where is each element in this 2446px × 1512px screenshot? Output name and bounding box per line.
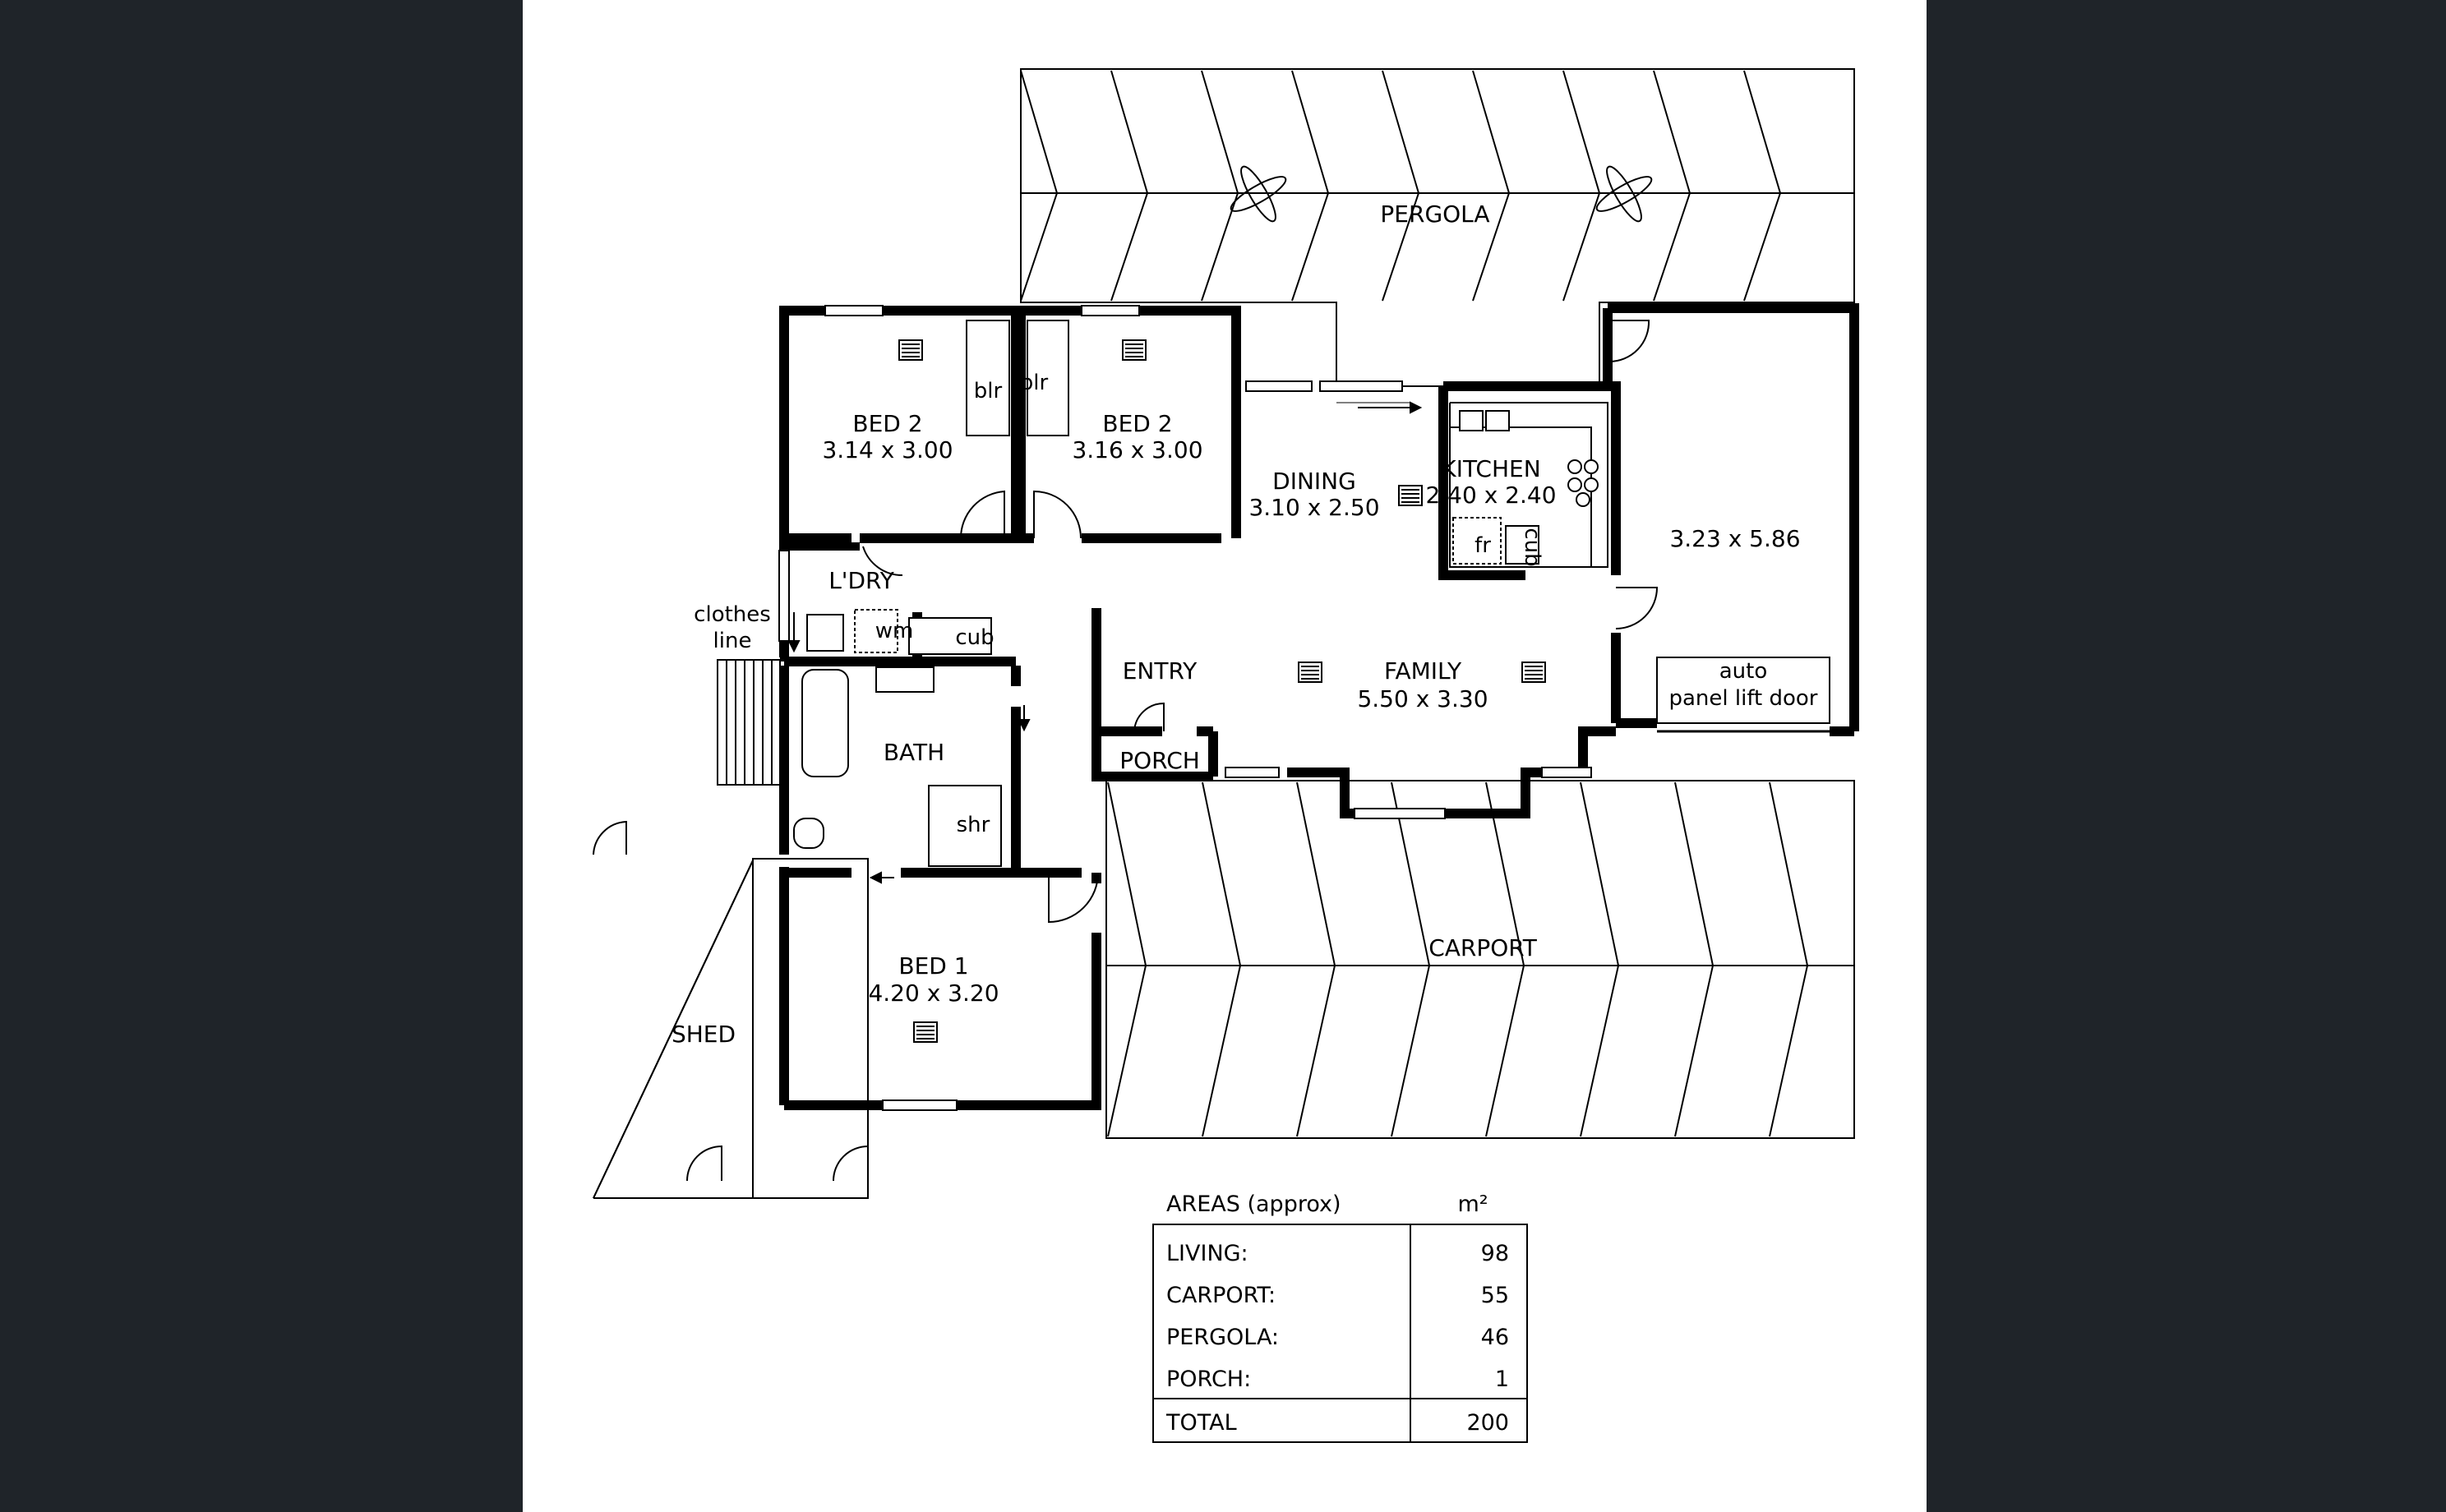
bed2b-size: 3.16 x 3.00 xyxy=(1072,436,1202,463)
windows xyxy=(778,305,1592,1111)
shower-label: shr xyxy=(957,813,990,837)
lot-outline xyxy=(593,858,755,1199)
shed-area xyxy=(752,858,869,1199)
dining-size: 3.10 x 2.50 xyxy=(1248,494,1379,521)
kitchen-cub-label: cub xyxy=(1520,528,1544,566)
shed-label: SHED xyxy=(671,1021,736,1048)
kitchen-name: KITCHEN xyxy=(1441,455,1540,482)
carport-area xyxy=(1105,780,1855,1139)
clothes-line-1: clothes xyxy=(694,602,771,627)
areas-row-label: PERGOLA: xyxy=(1166,1325,1279,1350)
areas-row-label: CARPORT: xyxy=(1166,1283,1276,1308)
areas-row-label: LIVING: xyxy=(1166,1241,1248,1266)
bed2b-name: BED 2 xyxy=(1102,410,1172,437)
dining-name: DINING xyxy=(1272,468,1356,495)
areas-unit: m² xyxy=(1457,1192,1488,1217)
clothes-line-2: line xyxy=(713,629,752,653)
laundry-cub-label: cub xyxy=(955,625,994,650)
areas-row-value: 1 xyxy=(1495,1367,1509,1392)
areas-row-label: PORCH: xyxy=(1166,1367,1251,1392)
laundry-label: L'DRY xyxy=(828,567,895,594)
ceiling-vents xyxy=(898,339,1546,1043)
porch-label: PORCH xyxy=(1119,747,1200,774)
floor-plan-sheet: PERGOLA BED 2 3.14 x 3.00 BED 2 3.16 x 3… xyxy=(523,0,1927,1512)
areas-total-label: TOTAL xyxy=(1165,1410,1237,1436)
family-size: 5.50 x 3.30 xyxy=(1357,685,1488,712)
bed2a-name: BED 2 xyxy=(852,410,922,437)
bed2a-size: 3.14 x 3.00 xyxy=(822,436,953,463)
areas-title: AREAS (approx) xyxy=(1166,1192,1341,1217)
washer-label: wm xyxy=(875,619,914,643)
bath-label: BATH xyxy=(884,739,944,766)
garage-size: 3.23 x 5.86 xyxy=(1669,525,1800,552)
fridge-label: fr xyxy=(1475,533,1491,558)
pergola-fans xyxy=(1230,165,1653,223)
bed1-name: BED 1 xyxy=(898,952,968,980)
carport-label: CARPORT xyxy=(1428,934,1538,961)
pergola-label: PERGOLA xyxy=(1380,201,1489,228)
kitchen-size: 2.40 x 2.40 xyxy=(1425,482,1556,509)
areas-row-value: 55 xyxy=(1481,1283,1509,1308)
areas-row-value: 46 xyxy=(1481,1325,1509,1350)
entry-label: ENTRY xyxy=(1123,657,1198,685)
robe-b-label: blr xyxy=(1020,371,1049,395)
garage-door-line2: panel lift door xyxy=(1668,686,1817,711)
robe-a-label: blr xyxy=(974,379,1003,403)
pergola-area xyxy=(1020,68,1855,387)
bed1-size: 4.20 x 3.20 xyxy=(868,980,999,1007)
sliding-door-arrows xyxy=(787,401,1423,884)
door-swings xyxy=(593,320,1659,1182)
clothes-line-steps xyxy=(726,660,773,785)
garage-door-line1: auto xyxy=(1719,659,1768,684)
family-name: FAMILY xyxy=(1384,657,1462,685)
areas-row-value: 98 xyxy=(1481,1241,1509,1266)
areas-total-value: 200 xyxy=(1466,1410,1509,1436)
fixtures xyxy=(717,320,1830,867)
house-walls xyxy=(779,303,1859,1110)
floor-plan: PERGOLA BED 2 3.14 x 3.00 BED 2 3.16 x 3… xyxy=(593,68,1859,1443)
